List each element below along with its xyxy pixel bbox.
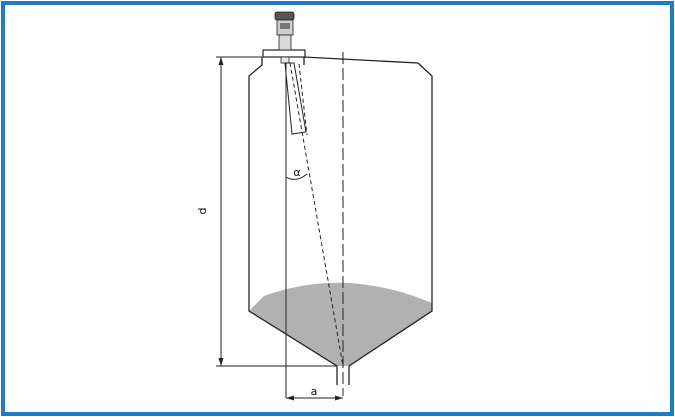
beam-axis xyxy=(289,62,344,367)
dim-d-arrow-bottom xyxy=(218,358,224,366)
dim-a-arrow-left xyxy=(286,395,294,401)
beam-edge xyxy=(298,63,308,136)
sensor-cap xyxy=(274,11,295,21)
sensor-stem xyxy=(280,56,290,64)
horn-antenna xyxy=(284,62,307,135)
bulk-material-cone xyxy=(249,311,432,366)
angle-label: α xyxy=(293,166,300,179)
angle-arc xyxy=(285,173,308,180)
dim-a-arrow-right xyxy=(335,395,343,401)
sensor-window xyxy=(280,23,290,29)
dim-d-arrow-top xyxy=(218,57,224,65)
distance-label: d xyxy=(196,208,209,215)
mounting-flange xyxy=(262,49,306,58)
offset-label: a xyxy=(311,385,318,398)
sensor-neck xyxy=(278,34,292,51)
